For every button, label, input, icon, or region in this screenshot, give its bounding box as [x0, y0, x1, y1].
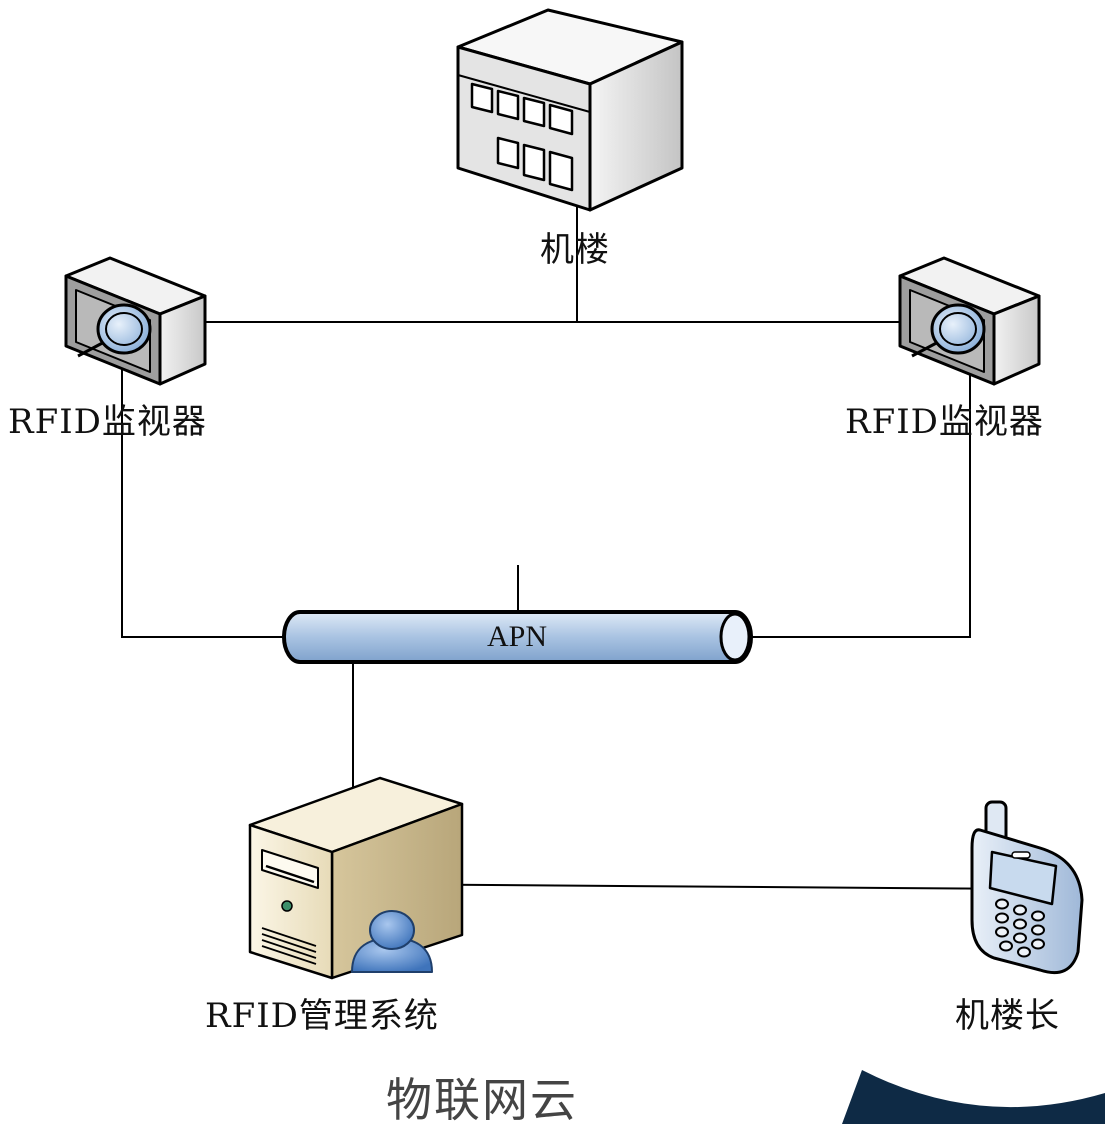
- left-monitor-label: RFID监视器: [8, 402, 207, 442]
- right-monitor-label: RFID监视器: [845, 402, 1044, 442]
- phone-label: 机楼长: [955, 996, 1060, 1036]
- network-pipe-icon: [282, 610, 753, 664]
- rfid-monitor-icon: [898, 256, 1041, 386]
- rfid-monitor-icon: [64, 256, 207, 386]
- mobile-phone-icon: [970, 800, 1084, 975]
- left-monitor-to-apn-line: [121, 340, 285, 638]
- right-monitor-to-apn-line: [748, 340, 971, 638]
- connection-lines: [121, 200, 1031, 890]
- watermark-text: 物联网云: [386, 1073, 578, 1127]
- apn-label: APN: [486, 620, 548, 653]
- user-icon: [351, 910, 433, 973]
- office-building-icon: [456, 8, 684, 212]
- server-user-icon: [248, 776, 464, 980]
- building-label: 机楼: [540, 230, 610, 270]
- server-label: RFID管理系统: [205, 996, 439, 1036]
- corner-decoration: [842, 1070, 1105, 1124]
